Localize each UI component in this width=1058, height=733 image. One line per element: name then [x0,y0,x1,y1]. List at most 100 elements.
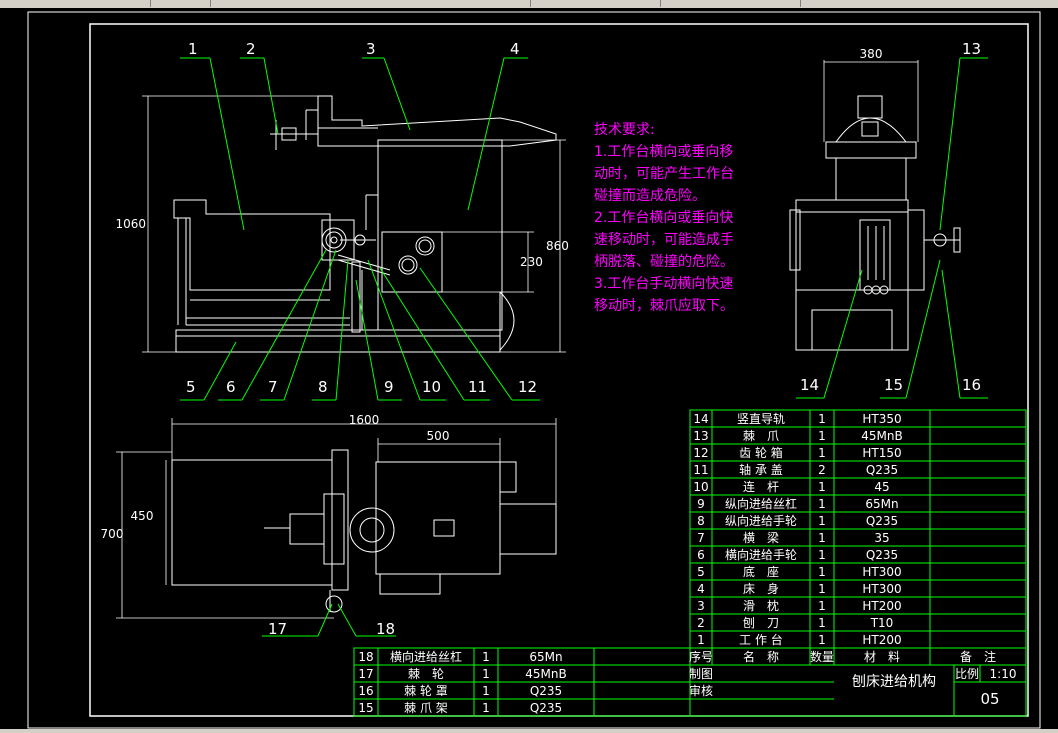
part-qty-cell: 1 [482,684,490,698]
balloon-16: 16 [962,376,981,394]
part-name-cell: 轴 承 盖 [739,462,783,477]
part-name-cell: 底 座 [743,564,779,579]
dim-front-body-height: 860 [546,239,569,253]
part-material-cell: HT200 [862,633,901,647]
balloon-10: 10 [422,378,441,396]
base-outline [175,329,501,353]
balloon-9: 9 [384,378,394,396]
dim-plan-length: 1600 [349,413,380,427]
part-name-cell: 连 杆 [743,479,779,494]
part-material-cell: HT300 [862,565,901,579]
balloon-6: 6 [226,378,236,396]
part-name-cell: 竖直导轨 [737,412,785,426]
part-material-cell: 45 [874,480,889,494]
part-qty-cell: 1 [818,531,826,545]
part-material-cell: 45MnB [525,667,566,681]
part-qty-cell: 1 [818,446,826,460]
part-name-cell: 棘 爪 架 [404,701,448,715]
part-material-cell: HT200 [862,599,901,613]
part-name-cell: 横 梁 [743,530,779,545]
part-qty-cell: 1 [818,514,826,528]
header-note: 备 注 [960,649,996,664]
part-number-cell: 13 [693,429,708,443]
part-material-cell: Q235 [866,548,898,562]
toolbar-segment [0,0,151,7]
front-view [142,95,566,353]
tech-line: 动时，可能产生工作台 [594,166,734,182]
header-no: 序号 [689,649,713,664]
part-material-cell: Q235 [530,701,562,715]
part-name-cell: 横向进给丝杠 [390,649,462,664]
part-name-cell: 棘 轮 罩 [404,684,448,698]
part-name-cell: 工 作 台 [739,632,783,647]
part-name-cell: 齿 轮 箱 [739,445,783,460]
part-material-cell: Q235 [866,463,898,477]
part-material-cell: 65Mn [529,650,562,664]
balloon-1: 1 [188,40,198,58]
tech-line: 3.工作台手动横向快速 [594,276,733,292]
scale-value: 1:10 [990,667,1017,681]
toolbar-segment [530,0,661,7]
part-number-cell: 4 [697,582,705,596]
part-number-cell: 12 [693,446,708,460]
part-material-cell: Q235 [530,684,562,698]
dim-side-width: 380 [860,47,883,61]
dim-front-box: 230 [520,255,543,269]
part-number-cell: 9 [697,497,705,511]
balloon-11: 11 [468,378,487,396]
side-view [789,60,961,351]
part-qty-cell: 1 [482,667,490,681]
gearbox-outline [381,231,443,293]
part-qty-cell: 1 [818,582,826,596]
toolbar-segment [150,0,211,7]
dim-plan-height-a: 450 [131,509,154,523]
toolbar-segment [210,0,531,7]
machine-body-outline [377,139,503,331]
balloon-7: 7 [268,378,278,396]
header-qty: 数量 [810,649,834,664]
part-material-cell: HT350 [862,412,901,426]
part-qty-cell: 1 [818,548,826,562]
scale-label: 比例 [955,667,979,681]
balloon-2: 2 [246,40,256,58]
dim-plan-height-b: 700 [101,527,124,541]
part-number-cell: 15 [358,701,373,715]
tech-line: 柄脱落、碰撞的危险。 [594,254,734,270]
part-qty-cell: 1 [818,633,826,647]
balloon-3: 3 [366,40,376,58]
sheet-outer-border [27,11,1041,729]
part-qty-cell: 1 [482,650,490,664]
balloon-13: 13 [962,40,981,58]
part-qty-cell: 1 [482,701,490,715]
header-name: 名 称 [743,649,779,664]
tech-line: 技术要求: [594,122,655,138]
tech-line: 1.工作台横向或垂向移 [594,144,733,160]
part-number-cell: 10 [693,480,708,494]
part-name-cell: 横向进给手轮 [725,547,797,562]
part-material-cell: 65Mn [865,497,898,511]
dim-plan-width-a: 500 [427,429,450,443]
plan-view [116,418,557,619]
part-qty-cell: 1 [818,412,826,426]
balloon-4: 4 [510,40,520,58]
part-number-cell: 11 [693,463,708,477]
parts-table-left-grid [353,647,691,717]
part-name-cell: 棘 轮 [408,667,444,681]
part-number-cell: 16 [358,684,373,698]
part-material-cell: 35 [874,531,889,545]
part-name-cell: 刨 刀 [743,615,779,630]
tech-line: 移动时，棘爪应取下。 [594,297,734,314]
tech-line: 2.工作台横向或垂向快 [594,210,733,226]
part-name-cell: 床 身 [743,581,779,596]
part-material-cell: HT300 [862,582,901,596]
part-qty-cell: 2 [818,463,826,477]
tech-line: 碰撞而造成危险。 [594,188,706,204]
balloon-labels: 1 2 3 4 5 6 7 8 9 10 11 12 13 14 15 16 1… [186,40,981,638]
window-status-strip [0,729,1058,733]
balloon-8: 8 [318,378,328,396]
part-number-cell: 7 [697,531,705,545]
worktable-outline [173,199,331,291]
part-name-cell: 纵向进给丝杠 [725,496,797,511]
